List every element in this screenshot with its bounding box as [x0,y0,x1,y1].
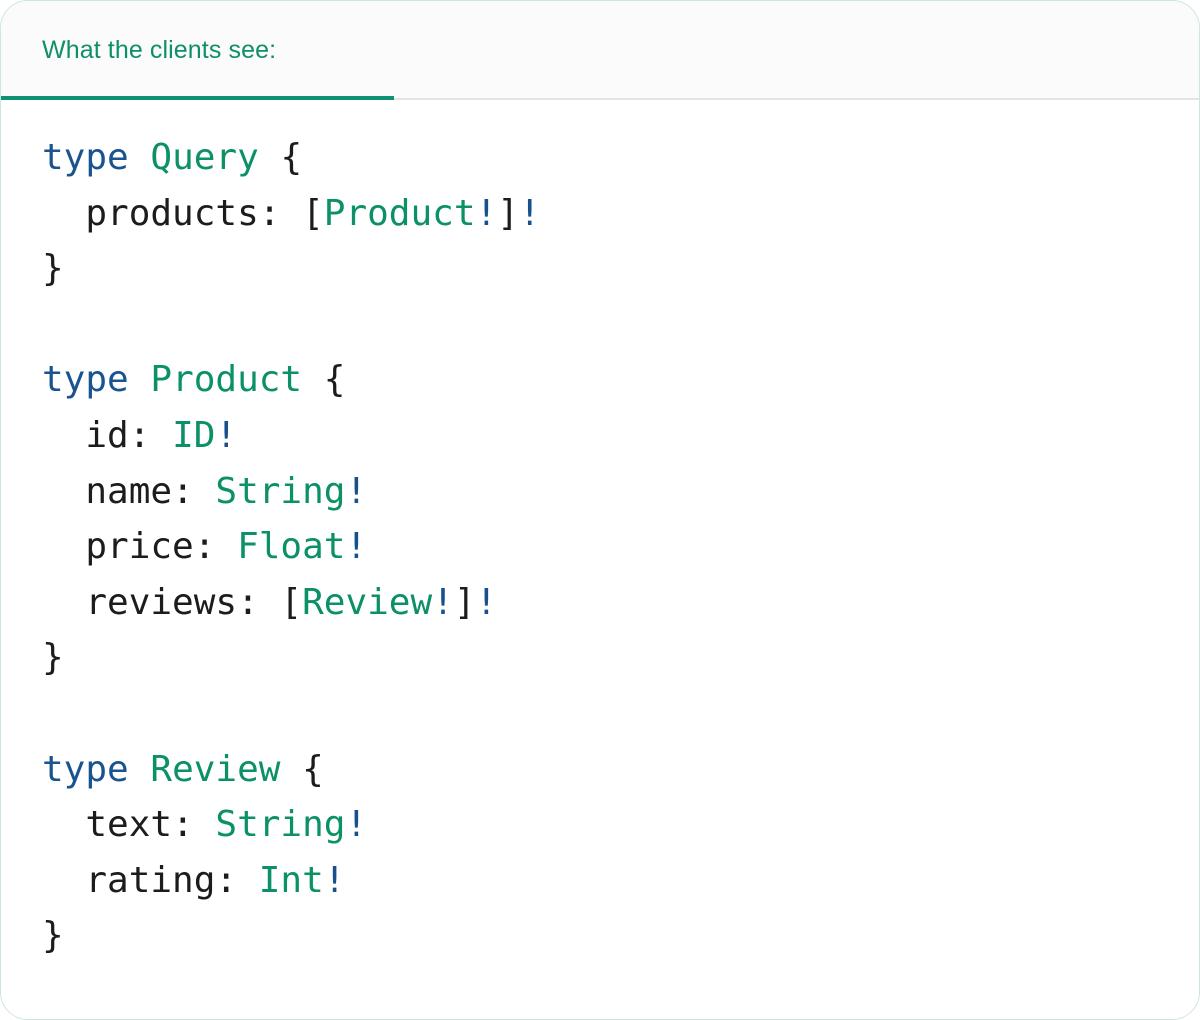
code-token-pn: : [172,470,216,512]
code-token-pn [129,749,151,790]
code-token-tn: Review [302,581,433,623]
code-token-kw: type [42,748,129,790]
tab-label: What the clients see: [42,36,277,64]
code-line: } [42,630,1199,686]
tab-what-the-clients-see[interactable]: What the clients see: [1,1,394,100]
code-token-pn: { [302,359,346,401]
code-token-kw: type [42,137,129,178]
code-line: text: String! [42,797,1199,853]
code-token-kw: type [42,359,129,401]
code-token-bang: ! [345,804,368,846]
code-area: type Query { products: [Product!]!} type… [1,100,1199,1019]
code-token-pn: } [42,915,64,957]
code-token-tn: Float [237,526,346,568]
code-token-bang: ! [345,526,368,568]
code-token-pn: ] [497,192,519,234]
code-line: reviews: [Review!]! [42,575,1199,631]
code-token-pn: : [172,804,216,846]
code-token-fld: id [42,414,129,456]
code-line: type Review { [42,742,1199,798]
code-line: name: String! [42,464,1199,520]
graphql-schema-code[interactable]: type Query { products: [Product!]!} type… [42,130,1199,964]
code-token-fld: text [42,804,173,846]
code-token-tn: Product [150,359,303,401]
code-token-pn: { [280,748,324,790]
code-line [42,297,1199,353]
code-line: type Product { [42,352,1199,408]
code-token-fld: price [42,526,194,568]
code-token-pn: : [215,859,259,901]
code-token-pn: { [258,137,303,178]
code-token-fld: reviews [42,581,238,623]
code-token-fld: name [42,470,173,512]
code-token-fld: products [42,192,259,234]
code-line: products: [Product!]! [42,186,1199,242]
code-token-pn [129,137,151,178]
code-token-bang: ! [323,859,346,901]
code-line [42,686,1199,742]
code-token-tn: String [215,470,346,512]
code-line: id: ID! [42,408,1199,464]
code-line: price: Float! [42,519,1199,575]
code-token-pn: } [42,637,64,679]
code-line: type Query { [42,130,1199,186]
code-line: rating: Int! [42,853,1199,909]
code-token-fld: rating [42,859,216,901]
code-line: } [42,908,1199,964]
code-token-pn: ] [453,581,476,623]
code-token-bang: ! [345,470,368,512]
code-token-bang: ! [475,581,498,623]
code-token-bang: ! [475,192,498,234]
code-token-tn: Query [150,137,259,178]
active-tab-underline [1,96,394,100]
code-token-bang: ! [518,192,541,234]
code-token-bang: ! [215,414,238,456]
code-token-pn: : [193,526,238,568]
code-token-bang: ! [432,581,454,623]
code-token-tn: Review [150,748,281,790]
tab-strip: What the clients see: [1,1,1199,100]
code-token-pn: } [42,248,64,290]
code-line: } [42,241,1199,297]
code-token-pn: : [ [237,581,303,623]
code-token-tn: String [215,804,346,846]
code-token-tn: Product [323,192,476,234]
code-token-pn [129,359,151,400]
code-token-tn: Int [258,859,324,901]
code-token-pn: : [ [258,192,324,234]
code-token-tn: ID [172,414,216,456]
code-token-pn: : [128,414,173,456]
